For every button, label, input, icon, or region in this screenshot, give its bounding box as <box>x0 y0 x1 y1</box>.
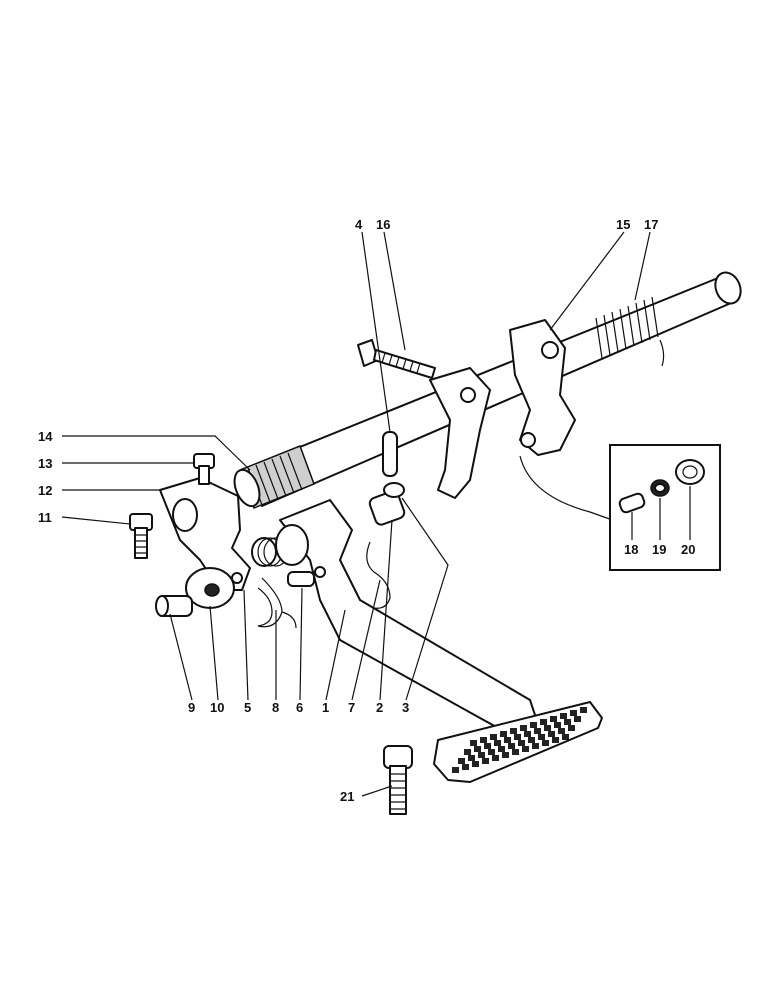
pedal-pad-tread <box>462 764 469 770</box>
pedal-pad-tread <box>550 716 557 722</box>
callout-6: 6 <box>296 700 303 715</box>
pedal-pad-tread <box>500 731 507 737</box>
bolt-13 <box>193 453 215 485</box>
callout-20: 20 <box>681 542 695 557</box>
pedal-pad-tread <box>480 737 487 743</box>
pedal-pad-tread <box>518 740 525 746</box>
bolt-11 <box>129 513 153 559</box>
shift-fork-assembly <box>429 319 576 499</box>
pedal-pad-tread <box>510 728 517 734</box>
callout-labels: 4 16 15 17 14 13 12 11 9 10 5 8 6 1 7 2 … <box>38 217 695 804</box>
callout-18: 18 <box>624 542 638 557</box>
pedal-pad-tread <box>542 740 549 746</box>
pedal-pad-tread <box>498 746 505 752</box>
pedal-pad-tread <box>458 758 465 764</box>
bolt-21 <box>383 745 413 815</box>
pedal-pad-tread <box>570 710 577 716</box>
pedal-pad-tread <box>580 707 587 713</box>
leader-lines <box>61 231 691 797</box>
cable <box>519 455 619 523</box>
callout-7: 7 <box>348 700 355 715</box>
washer-10 <box>185 567 235 609</box>
pedal-pad-tread <box>552 737 559 743</box>
callout-15: 15 <box>616 217 630 232</box>
callout-1: 1 <box>322 700 329 715</box>
shaft-spring <box>595 296 665 367</box>
callout-17: 17 <box>644 217 658 232</box>
pedal-pad-tread <box>474 746 481 752</box>
callout-8: 8 <box>272 700 279 715</box>
pedal-pad-tread <box>512 749 519 755</box>
callout-2: 2 <box>376 700 383 715</box>
pedal-pad-tread <box>514 734 521 740</box>
pin-4 <box>382 431 398 477</box>
pedal-pad-tread <box>502 752 509 758</box>
pedal-pad-tread <box>468 755 475 761</box>
return-spring-8 <box>257 577 297 629</box>
pedal-pad-tread <box>520 725 527 731</box>
pedal-pad-tread <box>492 755 499 761</box>
callout-11: 11 <box>38 510 52 525</box>
pedal-pad-tread <box>472 761 479 767</box>
callout-3: 3 <box>402 700 409 715</box>
callout-13: 13 <box>38 456 52 471</box>
callout-10: 10 <box>210 700 224 715</box>
pin-18 <box>618 492 646 514</box>
pedal-pad-tread <box>560 713 567 719</box>
clamp-lever-12 <box>159 477 251 591</box>
callout-14: 14 <box>38 429 53 444</box>
pedal-pad-tread <box>482 758 489 764</box>
pedal-pad-tread <box>534 728 541 734</box>
pedal-pad-tread <box>522 746 529 752</box>
pivot-pin-9 <box>155 595 193 617</box>
pedal-pad-tread <box>574 716 581 722</box>
pedal-pad-tread <box>544 725 551 731</box>
pedal-pad-tread <box>470 740 477 746</box>
pedal-pad-tread <box>528 737 535 743</box>
pedal-pad-tread <box>488 749 495 755</box>
pedal-pad-tread <box>532 743 539 749</box>
bush-20 <box>675 459 705 485</box>
pedal-pad-tread <box>562 734 569 740</box>
pedal-pad-tread <box>530 722 537 728</box>
spring-19 <box>650 479 670 497</box>
callout-16: 16 <box>376 217 390 232</box>
pedal-pad-tread <box>548 731 555 737</box>
pedal-pad-tread <box>564 719 571 725</box>
pedal-pad-tread <box>464 749 471 755</box>
callout-21: 21 <box>340 789 354 804</box>
callout-5: 5 <box>244 700 251 715</box>
spring-7 <box>366 541 391 609</box>
callout-19: 19 <box>652 542 666 557</box>
pedal-pad <box>433 701 603 783</box>
pedal-pad-tread <box>478 752 485 758</box>
pin-6 <box>287 571 315 587</box>
pedal-pad-tread <box>554 722 561 728</box>
pedal-pad-tread <box>452 767 459 773</box>
callout-12: 12 <box>38 483 52 498</box>
pedal-pad-tread <box>538 734 545 740</box>
pedal-pad-tread <box>484 743 491 749</box>
pedal-pad-tread <box>568 725 575 731</box>
pedal-pad-tread <box>508 743 515 749</box>
pedal-pad-tread <box>524 731 531 737</box>
pedal-pad-tread <box>504 737 511 743</box>
pedal-pad-tread <box>490 734 497 740</box>
callout-9: 9 <box>188 700 195 715</box>
pedal-pad-tread <box>558 728 565 734</box>
detail-inset <box>609 444 721 571</box>
pedal-pad-tread <box>494 740 501 746</box>
pedal-pad-tread <box>540 719 547 725</box>
clamp-bolt-16 <box>357 339 436 379</box>
bush-3 <box>383 482 405 498</box>
callout-4: 4 <box>355 217 363 232</box>
